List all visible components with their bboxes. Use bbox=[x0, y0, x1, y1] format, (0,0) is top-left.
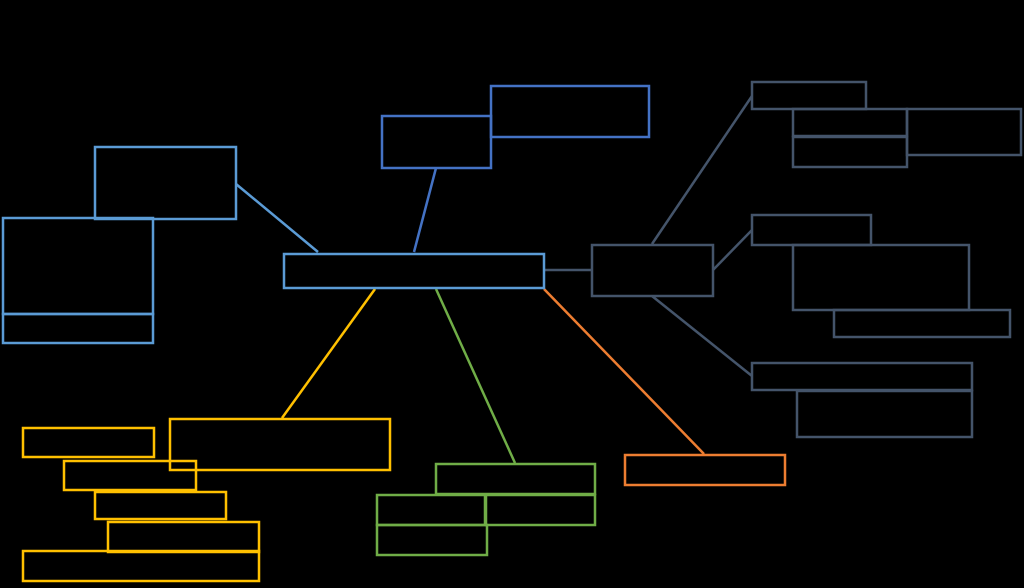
edge-center-to-orange-main bbox=[543, 288, 705, 455]
node-box-right-a4 bbox=[791, 135, 909, 169]
node-yellow-4[interactable] bbox=[106, 520, 261, 554]
nodes-layer bbox=[1, 80, 1023, 583]
edge-center-to-top-small bbox=[412, 167, 438, 253]
node-box-yellow-main bbox=[168, 417, 392, 472]
node-box-top-small bbox=[380, 114, 493, 170]
node-box-right-c2 bbox=[795, 389, 974, 439]
node-box-right-c1 bbox=[750, 361, 974, 392]
node-green-3[interactable] bbox=[375, 523, 489, 557]
node-right-b1[interactable] bbox=[750, 213, 873, 247]
node-green-2[interactable] bbox=[484, 493, 597, 527]
node-right-a2[interactable] bbox=[791, 107, 909, 138]
node-right-c1[interactable] bbox=[750, 361, 974, 392]
node-left-big[interactable] bbox=[1, 216, 155, 316]
node-right-b3[interactable] bbox=[832, 308, 1012, 339]
node-box-left-big bbox=[1, 216, 155, 316]
node-left-strip[interactable] bbox=[1, 312, 155, 345]
node-orange-main[interactable] bbox=[623, 453, 787, 487]
node-box-green-3 bbox=[375, 523, 489, 557]
node-right-b2[interactable] bbox=[791, 243, 971, 312]
node-yellow-main[interactable] bbox=[168, 417, 392, 472]
node-right-a4[interactable] bbox=[791, 135, 909, 169]
node-box-right-hub bbox=[590, 243, 715, 298]
node-box-green-2 bbox=[484, 493, 597, 527]
edge-right-hub-to-right-b1 bbox=[712, 229, 753, 271]
node-yellow-3[interactable] bbox=[93, 490, 228, 521]
node-center[interactable] bbox=[282, 252, 546, 290]
node-yellow-5[interactable] bbox=[21, 549, 261, 583]
node-box-yellow-2 bbox=[62, 459, 198, 492]
node-box-top-wide bbox=[489, 84, 651, 139]
edge-right-hub-to-right-c1 bbox=[651, 295, 753, 377]
node-box-yellow-4 bbox=[106, 520, 261, 554]
node-box-right-a3 bbox=[905, 107, 1023, 157]
node-right-a3[interactable] bbox=[905, 107, 1023, 157]
node-box-center bbox=[282, 252, 546, 290]
node-box-left-strip bbox=[1, 312, 155, 345]
node-right-c2[interactable] bbox=[795, 389, 974, 439]
node-box-orange-main bbox=[623, 453, 787, 487]
edges-layer bbox=[235, 95, 754, 464]
node-left-top[interactable] bbox=[93, 145, 238, 221]
node-box-right-a2 bbox=[791, 107, 909, 138]
node-box-yellow-1 bbox=[21, 426, 156, 459]
node-right-a1[interactable] bbox=[750, 80, 868, 111]
node-box-green-main bbox=[434, 462, 597, 496]
edge-center-to-left-top bbox=[235, 183, 319, 253]
node-box-left-top bbox=[93, 145, 238, 221]
node-green-1[interactable] bbox=[375, 493, 487, 527]
node-yellow-1[interactable] bbox=[21, 426, 156, 459]
edge-right-hub-to-right-a1 bbox=[650, 95, 754, 245]
node-top-wide[interactable] bbox=[489, 84, 651, 139]
edge-center-to-green-main bbox=[434, 288, 517, 464]
node-top-small[interactable] bbox=[380, 114, 493, 170]
node-right-hub[interactable] bbox=[590, 243, 715, 298]
node-box-yellow-5 bbox=[21, 549, 261, 583]
edge-center-to-yellow-main bbox=[280, 288, 377, 419]
node-box-right-a1 bbox=[750, 80, 868, 111]
node-box-green-1 bbox=[375, 493, 487, 527]
node-box-yellow-3 bbox=[93, 490, 228, 521]
node-yellow-2[interactable] bbox=[62, 459, 198, 492]
node-box-right-b3 bbox=[832, 308, 1012, 339]
node-green-main[interactable] bbox=[434, 462, 597, 496]
node-box-right-b1 bbox=[750, 213, 873, 247]
node-box-right-b2 bbox=[791, 243, 971, 312]
